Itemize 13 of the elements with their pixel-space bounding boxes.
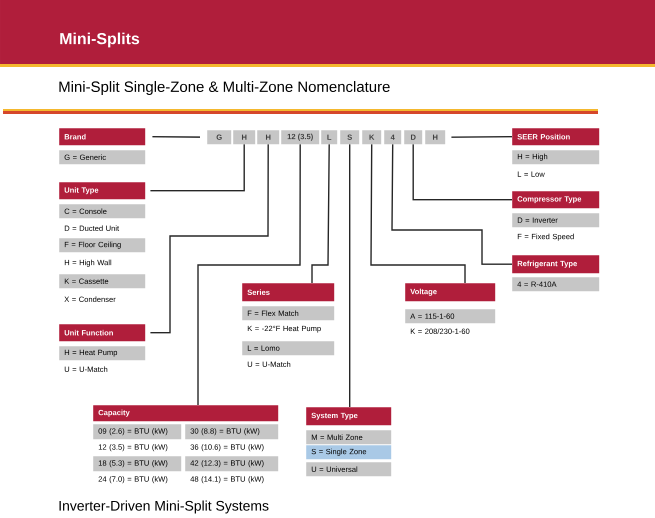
connector-line <box>370 144 466 283</box>
section-heading: Inverter-Driven Mini-Split Systems <box>60 500 268 514</box>
subtitle: Mini-Split Single-Zone & Multi-Zone Nomenclature <box>59 81 390 95</box>
connector-line <box>152 136 200 138</box>
connector-line <box>197 144 301 405</box>
title: Mini-Splits <box>60 32 140 48</box>
connector-line <box>451 136 512 138</box>
connector-line <box>349 144 350 407</box>
connector-line <box>391 144 512 265</box>
connector-line <box>150 144 245 192</box>
connector-line <box>412 144 512 200</box>
connector-line <box>150 144 269 334</box>
connector-line <box>311 144 330 283</box>
